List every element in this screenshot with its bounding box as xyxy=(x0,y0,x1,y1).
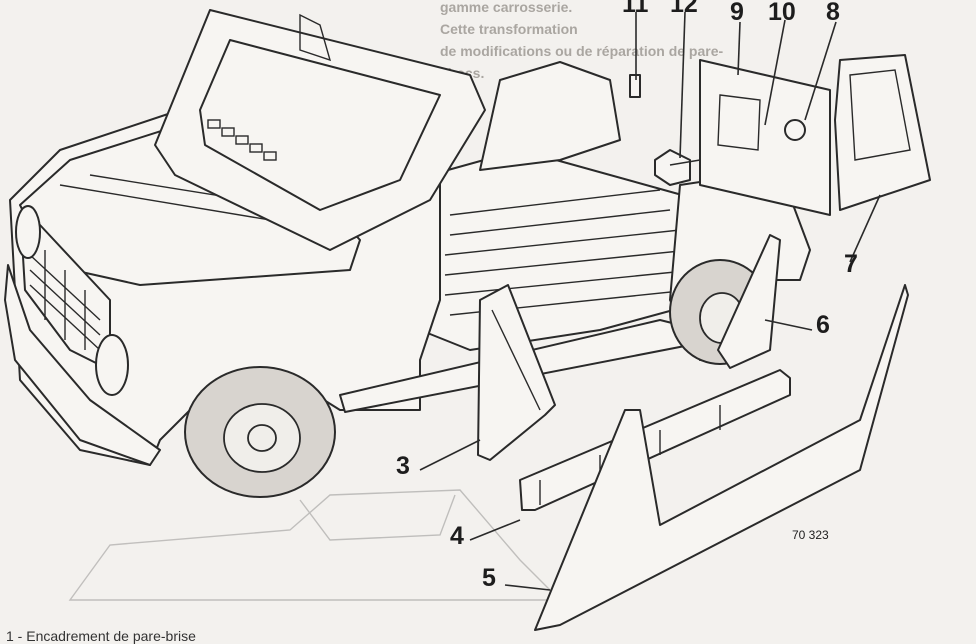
callout-11: 11 xyxy=(622,0,649,18)
callouts: 3 4 5 6 7 8 9 10 11 12 xyxy=(396,0,858,592)
right-headlight xyxy=(95,334,129,396)
footer-caption: 1 - Encadrement de pare-brise xyxy=(6,628,196,644)
left-headlight xyxy=(15,205,41,259)
windscreen-frame xyxy=(154,9,486,251)
front-bumper xyxy=(4,264,161,466)
front-wheel xyxy=(184,366,336,498)
rear-bulkhead xyxy=(479,61,621,171)
bleed-text-line: Cette transformation xyxy=(440,21,578,37)
callout-8: 8 xyxy=(826,0,840,26)
part-7-quarter-panel xyxy=(834,54,931,211)
callout-10: 10 xyxy=(768,0,796,26)
bleed-text-line: gamme carrosserie. xyxy=(440,0,572,15)
figure-reference-code: 70 323 xyxy=(792,528,829,542)
part-5-side-panel xyxy=(534,284,909,631)
part-6-pillar xyxy=(717,234,781,369)
grille-pattern xyxy=(29,250,101,351)
part-4-sill-reinforcement xyxy=(519,369,791,511)
rear-side-panel xyxy=(699,59,831,216)
callout-9: 9 xyxy=(730,0,744,26)
fuel-cap xyxy=(784,119,806,141)
bolt-fixing xyxy=(629,74,641,98)
callout-5: 5 xyxy=(482,564,496,592)
part-3-pillar xyxy=(477,284,556,461)
callout-3: 3 xyxy=(396,452,410,480)
callout-12: 12 xyxy=(670,0,698,18)
hinge-bracket xyxy=(654,149,691,186)
callout-4: 4 xyxy=(450,522,464,550)
leader-lines xyxy=(419,11,881,591)
dashboard-vents xyxy=(207,119,277,161)
callout-6: 6 xyxy=(816,311,830,339)
bleed-text-line: de modifications ou de réparation de par… xyxy=(440,43,723,59)
callout-7: 7 xyxy=(844,250,858,278)
